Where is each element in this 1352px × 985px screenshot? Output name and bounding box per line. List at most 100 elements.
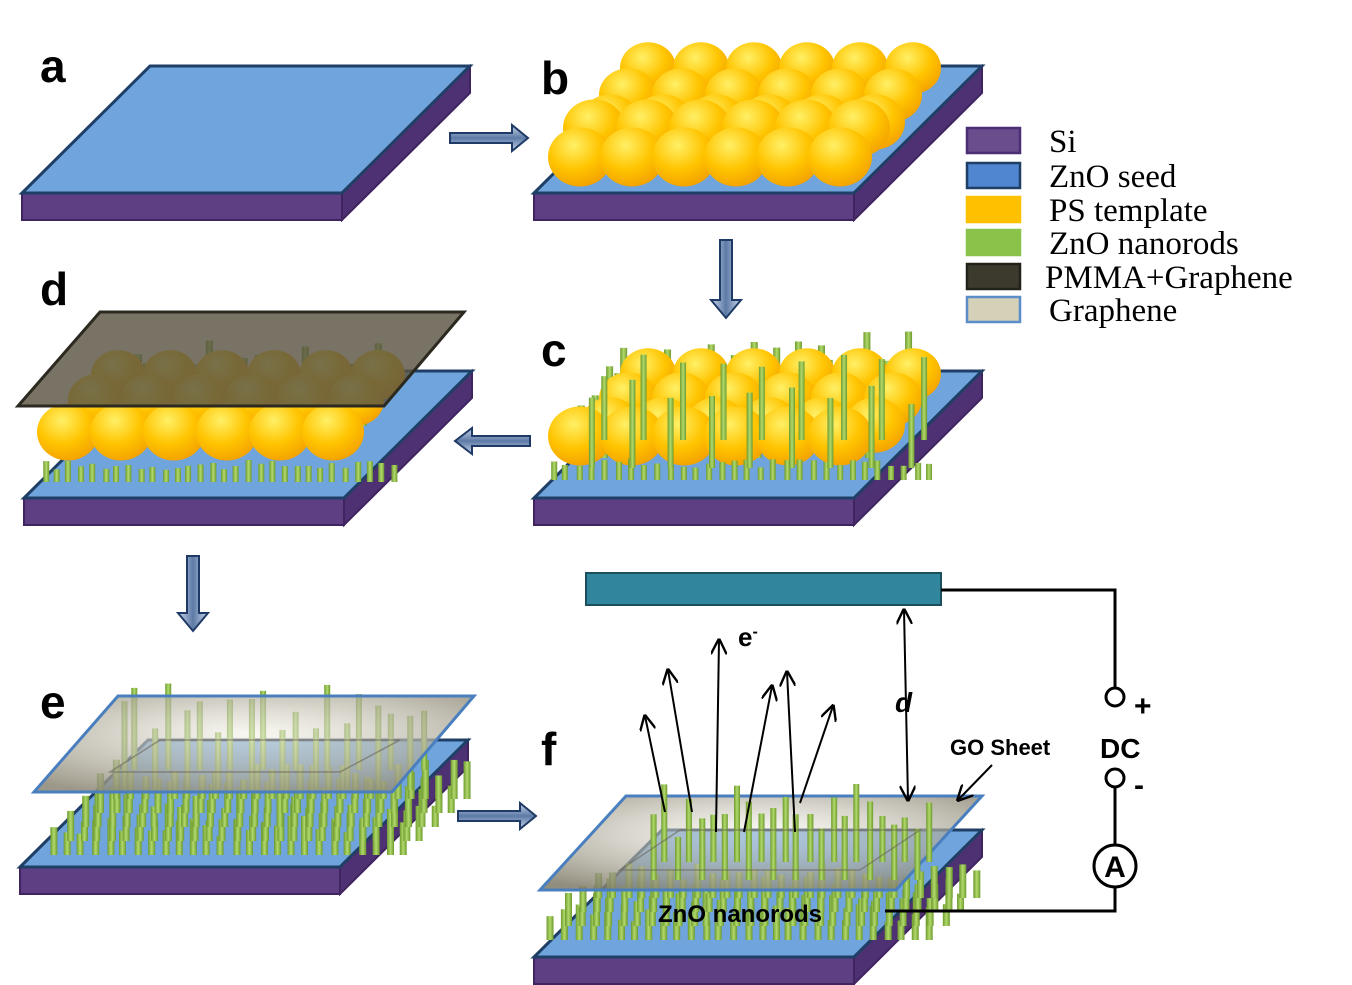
zno-nanorod <box>166 805 174 827</box>
zno-nanorod <box>891 824 898 880</box>
zno-nanorod <box>706 463 713 480</box>
zno-nanorod <box>747 902 755 926</box>
zno-nanorod <box>734 785 741 862</box>
zno-nanorod <box>827 919 835 940</box>
zno-nanorod <box>182 791 190 813</box>
minus-label: - <box>1134 769 1144 802</box>
zno-nanorod <box>113 466 120 482</box>
ps-sphere <box>302 403 364 461</box>
zno-nanorod <box>931 884 939 912</box>
zno-nanorod <box>347 804 355 827</box>
zno-nanorod <box>843 907 851 926</box>
zno-nanorod <box>210 462 217 482</box>
zno-nanorod <box>232 465 239 482</box>
zno-nanorod <box>450 759 458 799</box>
terminal-minus <box>1104 767 1126 789</box>
ps-sphere <box>90 403 152 461</box>
process-arrow-b-to-c <box>708 239 744 320</box>
zno-nanorod <box>264 781 272 813</box>
zno-nanorod <box>315 829 323 855</box>
legend-swatch <box>965 161 1022 190</box>
zno-nanorod <box>139 804 147 827</box>
legend-swatch <box>965 126 1022 155</box>
zno-nanorod <box>784 907 792 940</box>
zno-nanorod <box>276 789 284 827</box>
legend-swatch <box>965 295 1022 324</box>
zno-nanorod <box>879 816 886 862</box>
zno-nanorod <box>80 821 88 841</box>
zno-nanorod <box>281 466 288 482</box>
zno-nanorod <box>773 914 781 940</box>
ps-sphere <box>704 127 768 187</box>
zno-nanorod <box>67 810 75 841</box>
zno-nanorod <box>218 819 226 841</box>
zno-nanorod <box>858 898 866 926</box>
zno-nanorod <box>772 905 780 926</box>
si-front-face <box>21 192 343 221</box>
zno-nanorod <box>162 830 170 855</box>
si-front-face <box>19 866 341 895</box>
zno-nanorod <box>151 820 159 841</box>
legend-label: PMMA+Graphene <box>1045 260 1293 296</box>
zno-nanorod <box>604 912 612 940</box>
zno-nanorod <box>125 465 132 482</box>
ps-spheres-b <box>548 42 941 187</box>
zno-nanorod <box>770 808 777 880</box>
zno-nanorod <box>216 836 224 855</box>
zno-nanorod <box>861 888 869 912</box>
zno-nanorod <box>845 891 853 912</box>
zno-nanorod <box>621 886 629 912</box>
zno-nanorod <box>807 813 814 862</box>
zno-nanorod <box>578 906 586 926</box>
zno-nanorod <box>435 775 443 799</box>
zno-nanorod <box>564 892 572 926</box>
si-front-face <box>533 497 855 526</box>
graphene-inner-outline-e <box>107 739 401 773</box>
electron-symbol: e <box>738 622 753 652</box>
zno-nanorod <box>372 817 380 841</box>
zno-nanorod <box>593 885 601 912</box>
zno-nanorod <box>237 787 245 813</box>
nanorods-c-front <box>551 458 933 480</box>
ps-sphere <box>37 403 99 461</box>
zno-nanorod <box>342 467 349 482</box>
zno-nanorod <box>837 464 844 480</box>
zno-nanorod <box>720 363 727 440</box>
zno-nanorod <box>366 461 373 482</box>
zno-nanorod <box>359 817 367 841</box>
plus-label: + <box>1134 690 1152 723</box>
legend-item: PS template <box>965 193 1208 229</box>
zno-nanorod <box>181 804 189 827</box>
zno-nanorod <box>163 469 170 482</box>
panel-label-a: a <box>40 40 66 92</box>
zno-nanorod <box>245 830 253 855</box>
zno-nanorod <box>945 867 953 898</box>
zno-nanorod <box>269 460 276 482</box>
zno-nanorod <box>293 789 301 813</box>
go-sheet-pointer <box>958 764 993 800</box>
zno-nanorod <box>784 460 791 480</box>
zno-nanorod <box>721 814 728 880</box>
zno-nanorod <box>399 822 407 855</box>
zno-nanorod <box>89 463 96 482</box>
emission-arrow <box>668 670 693 813</box>
zno-nanorod <box>680 466 687 480</box>
nanorods-label: ZnO nanorods <box>658 901 822 928</box>
zno-nanorod <box>930 866 938 898</box>
zno-nanorod <box>662 890 670 912</box>
zno-nanorod <box>317 467 324 482</box>
zno-nanorod <box>351 793 359 813</box>
zno-nanorod <box>149 466 156 482</box>
zno-nanorod <box>391 464 398 482</box>
legend-label: PS template <box>1049 193 1208 229</box>
zno-nanorod <box>823 461 830 480</box>
zno-nanorod <box>708 395 715 468</box>
anode-plate <box>585 572 942 606</box>
legend-label: Si <box>1049 124 1077 160</box>
zno-nanorod <box>386 808 394 841</box>
legend-label: Graphene <box>1049 293 1177 329</box>
zno-nanorod <box>914 828 921 880</box>
zno-nanorod <box>447 785 455 813</box>
zno-nanorod <box>731 460 738 480</box>
